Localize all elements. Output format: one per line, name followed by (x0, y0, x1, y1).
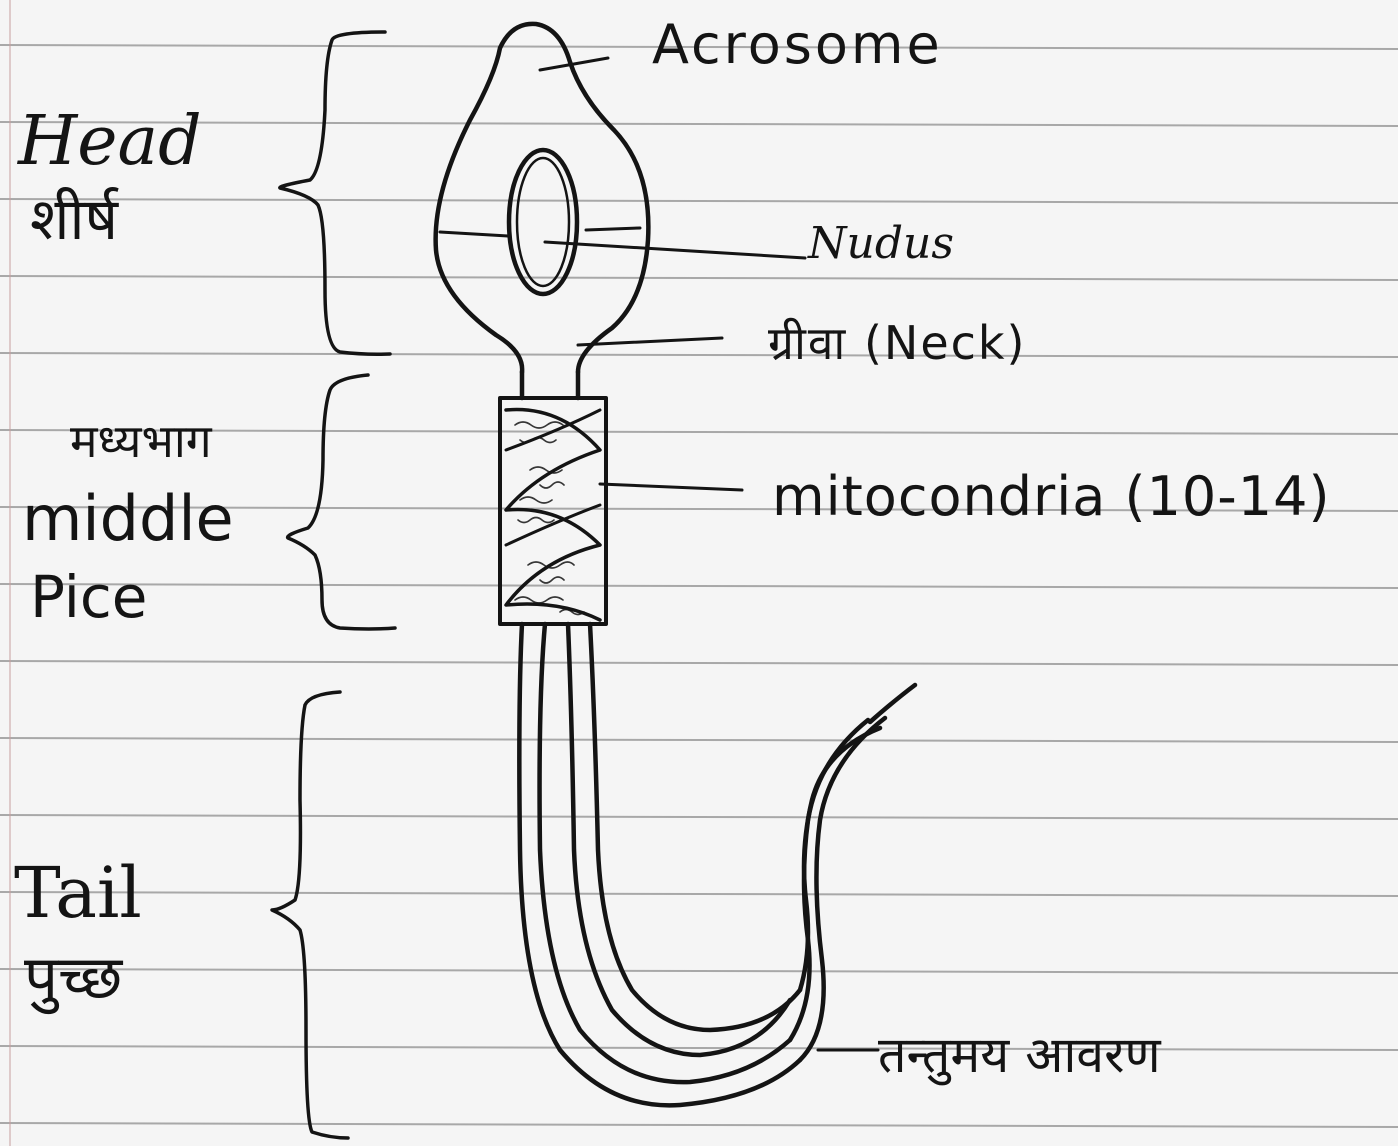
tail-brace (272, 692, 348, 1138)
sperm-tail (519, 624, 915, 1105)
head-brace (280, 32, 390, 354)
middle-label-en2: Pice (30, 568, 147, 626)
nucleus-inner (517, 158, 569, 286)
tail-inner-left (540, 624, 790, 1082)
fibrous-sheath-label: तन्तुमय आवरण (878, 1030, 1161, 1080)
leader-lines (540, 58, 878, 1050)
head-label-hi: शीर्ष (30, 190, 118, 248)
nucleus-label: Nudus (808, 222, 954, 266)
head-crossline-right (586, 228, 640, 230)
tail-end-piece-a (800, 718, 885, 1060)
braces (272, 32, 395, 1138)
middle-piece (500, 398, 606, 624)
acrosome-outline (436, 24, 649, 372)
sperm-head (436, 24, 649, 372)
tail-inner-right (568, 624, 790, 1055)
tail-outer-right (590, 624, 800, 1030)
head-label-en: Head (18, 108, 202, 176)
tail-label-en: Tail (14, 858, 142, 928)
sperm-neck (522, 372, 578, 398)
head-crossline-left (440, 232, 508, 236)
middle-brace (288, 375, 395, 629)
middle-label-hi: मध्यभाग (70, 418, 212, 464)
mitochondria-leader (600, 484, 742, 490)
tail-label-hi: पुच्छ (24, 948, 122, 1008)
nucleus-shape (509, 150, 577, 294)
nucleus-leader (545, 242, 805, 258)
tail-tip (870, 685, 915, 722)
acrosome-label: Acrosome (652, 18, 943, 72)
middle-label-en1: middle (22, 488, 234, 550)
mitochondria-label: mitocondria (10-14) (772, 470, 1331, 524)
neck-label: ग्रीवा (Neck) (768, 320, 1027, 366)
